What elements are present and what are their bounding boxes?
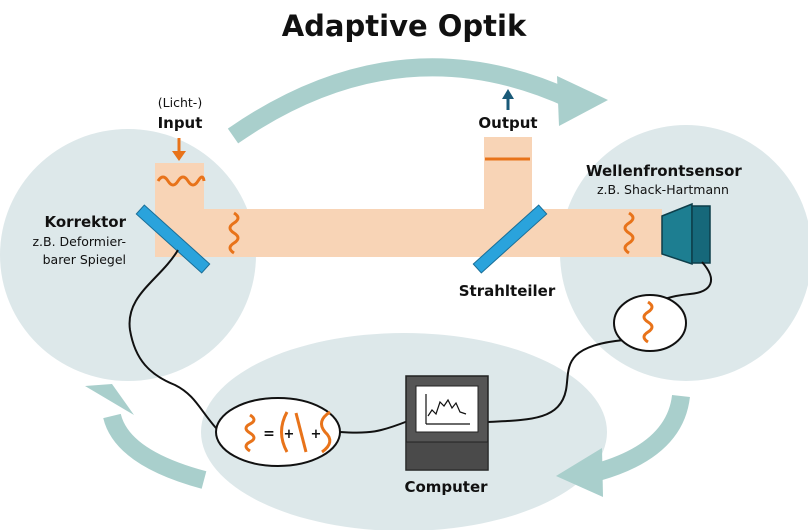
input-wavefront-icon bbox=[156, 175, 206, 187]
input-label: Input bbox=[158, 114, 203, 132]
sensor-device-back bbox=[691, 205, 711, 264]
computer-screen bbox=[415, 385, 479, 433]
sensor-label: Wellenfrontsensor bbox=[586, 162, 742, 180]
deformable-mirror bbox=[135, 204, 211, 274]
equation-wavefront-icon bbox=[244, 413, 256, 453]
output-arrowhead-icon bbox=[502, 89, 514, 99]
computer-bubble bbox=[201, 333, 607, 530]
bottom-right-cycle-arrowhead bbox=[556, 448, 603, 497]
output-beam bbox=[484, 137, 532, 212]
beam-splitter bbox=[472, 204, 548, 274]
graph-trace-icon bbox=[427, 398, 467, 417]
left-cycle-arrow bbox=[103, 413, 207, 489]
input-beam bbox=[155, 163, 204, 213]
computer-cable bbox=[339, 420, 409, 434]
sensor-wavefront-icon bbox=[623, 211, 635, 255]
computer-base bbox=[405, 441, 489, 471]
main-beam bbox=[155, 209, 662, 257]
bottom-right-cycle-arrow bbox=[595, 394, 690, 481]
top-cycle-arrowhead bbox=[557, 76, 608, 126]
output-label: Output bbox=[478, 114, 537, 132]
input-prefix: (Licht-) bbox=[158, 95, 202, 110]
input-arrowhead-icon bbox=[172, 151, 186, 161]
mirror-cable bbox=[128, 249, 217, 429]
sensor-sub: z.B. Shack-Hartmann bbox=[597, 182, 729, 197]
measurement-cable bbox=[487, 339, 625, 423]
tilt-line-icon bbox=[294, 412, 308, 453]
equation-equals: = bbox=[263, 426, 275, 442]
splitter-label: Strahlteiler bbox=[459, 282, 556, 300]
korrektor-sub-1: z.B. Deformier- bbox=[32, 234, 126, 249]
left-cycle-arrowhead bbox=[85, 384, 134, 415]
equation-plus-2: + bbox=[311, 427, 322, 442]
distorted-wavefront-icon bbox=[228, 211, 240, 255]
top-cycle-arrow bbox=[227, 58, 576, 144]
tilt-bracket-icon bbox=[280, 411, 289, 453]
sensor-device-icon bbox=[661, 202, 693, 266]
korrektor-label: Korrektor bbox=[45, 213, 127, 231]
curvature-icon bbox=[319, 410, 332, 454]
measured-wavefront-icon bbox=[642, 300, 654, 344]
diagram-title: Adaptive Optik bbox=[282, 9, 527, 43]
korrektor-sub-2: barer Spiegel bbox=[43, 252, 126, 267]
computer-label: Computer bbox=[404, 478, 488, 496]
equation-plus-1: + bbox=[284, 427, 295, 442]
